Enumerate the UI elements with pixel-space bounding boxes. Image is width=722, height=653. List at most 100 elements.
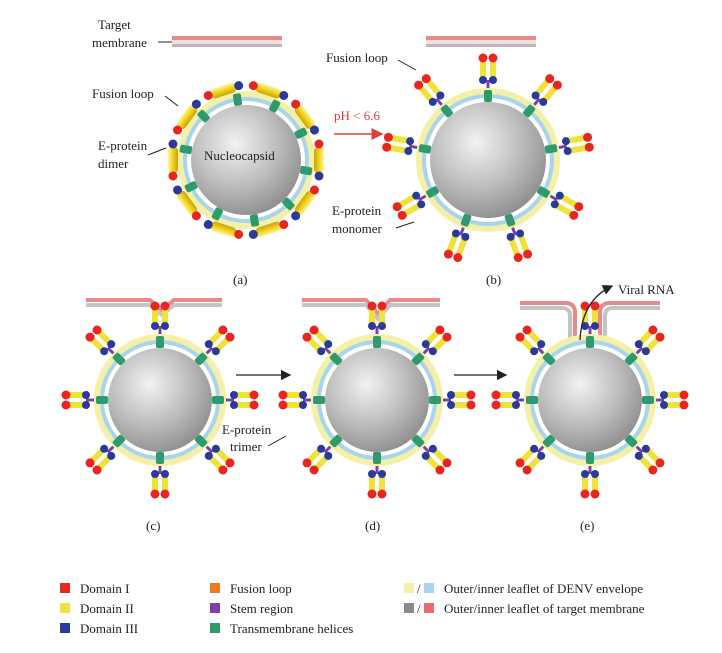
nucleocapsid-label: Nucleocapsid [204, 148, 275, 163]
domain-i [85, 332, 95, 342]
domain-i [513, 253, 523, 263]
legend-slash-envelope: / [417, 581, 421, 596]
legend-slash-target: / [417, 601, 421, 616]
domain-iii [404, 147, 413, 156]
domain-i [92, 465, 102, 475]
domain-iii [428, 444, 437, 453]
viral-rna-label: Viral RNA [618, 282, 675, 297]
domain-iii [512, 401, 520, 409]
e-protein-monomer-label-1: E-protein [332, 203, 382, 218]
panel-label-a: (a) [233, 272, 247, 287]
transmembrane-helix [542, 434, 556, 448]
domain-i [302, 458, 312, 468]
transmembrane-helix [411, 434, 425, 448]
e-protein-dimer [248, 219, 289, 239]
domain-iii [581, 470, 589, 478]
transmembrane-helix [426, 186, 440, 198]
domain-i [442, 332, 452, 342]
legend-swatch-stem-region [210, 603, 220, 613]
domain-ii [294, 104, 316, 130]
domain-iii [204, 340, 213, 349]
domain-iii [230, 391, 238, 399]
domain-ii [314, 146, 324, 174]
transmembrane-helix [112, 434, 126, 448]
target-membrane-b [426, 36, 536, 47]
domain-i [377, 301, 387, 311]
nucleocapsid [325, 348, 429, 452]
domain-iii [317, 347, 326, 356]
domain-iii [581, 322, 589, 330]
viral-rna-arrow [579, 285, 614, 341]
e-protein-dimer-label-1: E-protein [98, 138, 148, 153]
e-protein-dimer [291, 185, 319, 221]
e-protein-monomer [558, 132, 594, 156]
virion-e [491, 301, 689, 499]
transmembrane-helix [586, 452, 594, 464]
domain-iii [107, 340, 116, 349]
e-protein-monomer [549, 191, 584, 220]
domain-iii [203, 219, 213, 229]
legend-label-target-membrane: Outer/inner leaflet of target membrane [444, 601, 645, 616]
domain-i [309, 185, 319, 195]
transmembrane-helix [268, 99, 281, 113]
transmembrane-helix [484, 90, 492, 102]
panel-label-e: (e) [580, 518, 594, 533]
domain-i [679, 400, 689, 410]
domain-ii [176, 190, 198, 216]
transmembrane-helix [460, 213, 472, 227]
domain-ii [209, 82, 238, 99]
e-protein-trimer [580, 466, 600, 499]
virion-d [278, 301, 476, 499]
domain-i [466, 400, 476, 410]
domain-i [218, 325, 228, 335]
e-protein-trimer [367, 466, 387, 499]
domain-i [85, 458, 95, 468]
stem-region [536, 445, 545, 454]
domain-iii [447, 401, 455, 409]
transmembrane-helix [212, 396, 224, 404]
stem-region [635, 445, 644, 454]
domain-iii [563, 147, 572, 156]
domain-i [150, 489, 160, 499]
domain-iii [436, 91, 445, 100]
domain-i [435, 325, 445, 335]
domain-i [478, 53, 488, 63]
domain-iii [550, 200, 559, 209]
transmembrane-helix [586, 336, 594, 348]
domain-iii [591, 322, 599, 330]
transmembrane-helix [184, 181, 198, 193]
domain-i [92, 325, 102, 335]
e-protein-dimer-label-2: dimer [98, 156, 129, 171]
transmembrane-helix [197, 109, 210, 123]
domain-iii [151, 470, 159, 478]
domain-iii [378, 322, 386, 330]
stem-region [549, 194, 559, 202]
stem-region [558, 144, 568, 149]
domain-i [435, 465, 445, 475]
fusion-loop-leader-a [164, 95, 179, 107]
domain-i [580, 489, 590, 499]
legend-label-domain-i: Domain I [80, 581, 129, 596]
transmembrane-helix [156, 336, 164, 348]
stem-region [408, 144, 418, 149]
domain-iii [324, 340, 333, 349]
stem-region [459, 227, 465, 236]
target-membrane-a [172, 36, 282, 47]
transmembrane-helix [194, 352, 208, 366]
transmembrane-helix [418, 144, 432, 154]
e-protein-trimer [204, 444, 235, 475]
domain-iii [641, 347, 650, 356]
domain-i [234, 229, 244, 239]
e-protein-trimer-leader [267, 435, 287, 447]
domain-ii [176, 104, 198, 130]
nucleocapsid [108, 348, 212, 452]
domain-iii [461, 232, 470, 241]
e-protein-trimer [302, 444, 333, 475]
transmembrane-helix [313, 396, 325, 404]
domain-i [569, 210, 579, 220]
domain-i [160, 301, 170, 311]
e-protein-trimer [85, 444, 116, 475]
transmembrane-helix [411, 352, 425, 366]
e-protein-dimer [314, 139, 324, 181]
e-protein-trimer [278, 390, 311, 410]
